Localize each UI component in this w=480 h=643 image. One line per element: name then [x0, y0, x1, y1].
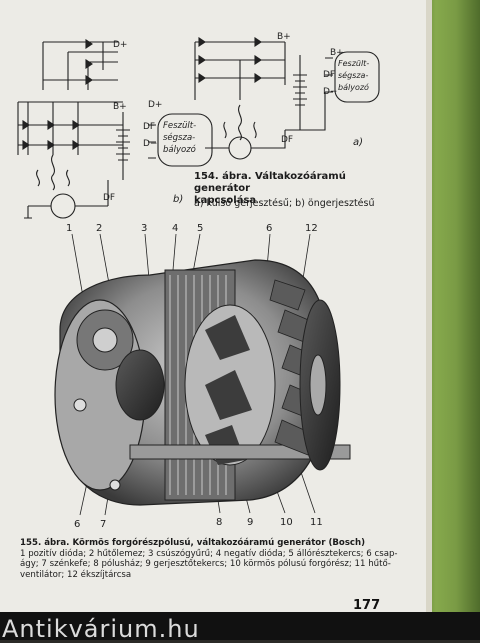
variant-b-label: b) — [173, 194, 183, 205]
svg-text:bályozó: bályozó — [338, 82, 369, 92]
callout-11: 11 — [310, 517, 323, 528]
figure-155-legend-line-2: ágy; 7 szénkefe; 8 pólusház; 9 gerjesztő… — [20, 559, 391, 569]
d-plus-label-b2: D+ — [148, 100, 162, 110]
d-minus-label-b: D− — [143, 139, 157, 149]
book-spine — [426, 0, 480, 640]
d-minus-label-a: D− — [323, 87, 337, 97]
svg-text:Feszült-: Feszült- — [338, 59, 369, 68]
callout-12: 12 — [305, 223, 318, 234]
df-label-b: DF — [143, 122, 155, 132]
svg-text:ségsza-: ségsza- — [338, 70, 368, 80]
callout-3: 3 — [141, 223, 147, 234]
b-plus-label-b: B+ — [113, 102, 127, 112]
figure-155-title: 155. ábra. Körmös forgórészpólusú, válta… — [20, 538, 366, 548]
page-number: 177 — [353, 598, 381, 613]
svg-text:ségsza-: ségsza- — [163, 132, 195, 143]
regulator-box-a: Feszült- ségsza- bályozó — [334, 51, 380, 103]
df-label-a: DF — [323, 70, 335, 80]
svg-text:Feszült-: Feszült- — [163, 121, 196, 131]
callout-6-top: 6 — [266, 223, 272, 234]
bottom-strip — [0, 612, 480, 640]
callout-4: 4 — [172, 223, 178, 234]
generator-cutaway-illustration: 1 2 3 4 5 6 12 6 7 8 9 10 11 — [54, 223, 351, 530]
df-bottom-label-a: DF — [281, 135, 293, 145]
b-plus-label-a: B+ — [277, 32, 291, 42]
callout-9: 9 — [247, 517, 253, 528]
callout-8: 8 — [216, 517, 222, 528]
circuit-diagram-b: D+ B+ D+ DF D− DF b) Feszült- ségsza- bá… — [17, 38, 213, 219]
circuit-diagram-a: B+ B+ DF D− DF a) Feszült- ségsza- bályo… — [194, 32, 380, 160]
callout-7: 7 — [100, 519, 106, 530]
callout-10: 10 — [280, 517, 293, 528]
callout-6-bottom: 6 — [74, 519, 80, 530]
variant-a-label: a) — [353, 137, 363, 148]
callout-1: 1 — [66, 223, 72, 234]
b-plus-label-a2: B+ — [330, 48, 344, 58]
figure-155-caption: 155. ábra. Körmös forgórészpólusú, válta… — [20, 538, 415, 580]
watermark-text: Antikvárium.hu — [2, 615, 200, 643]
figure-155-legend-line-1: 1 pozitív dióda; 2 hűtőlemez; 3 csúszógy… — [20, 548, 398, 559]
figure-155-legend-line-3: ventilátor; 12 ékszíjtárcsa — [20, 569, 132, 580]
figure-154-caption-title: 154. ábra. Váltakozóáramú generátor kapc… — [194, 171, 346, 206]
svg-text:bályozó: bályozó — [163, 144, 196, 155]
figure-154-caption-subtitle: a) külső gerjesztésű; b) öngerjesztésű — [194, 198, 375, 209]
callout-5: 5 — [197, 223, 203, 234]
df-bottom-label-b: DF — [103, 193, 115, 203]
regulator-box-b: Feszült- ségsza- bályozó — [157, 113, 213, 167]
d-plus-label-b: D+ — [113, 40, 127, 50]
callout-2: 2 — [96, 223, 102, 234]
